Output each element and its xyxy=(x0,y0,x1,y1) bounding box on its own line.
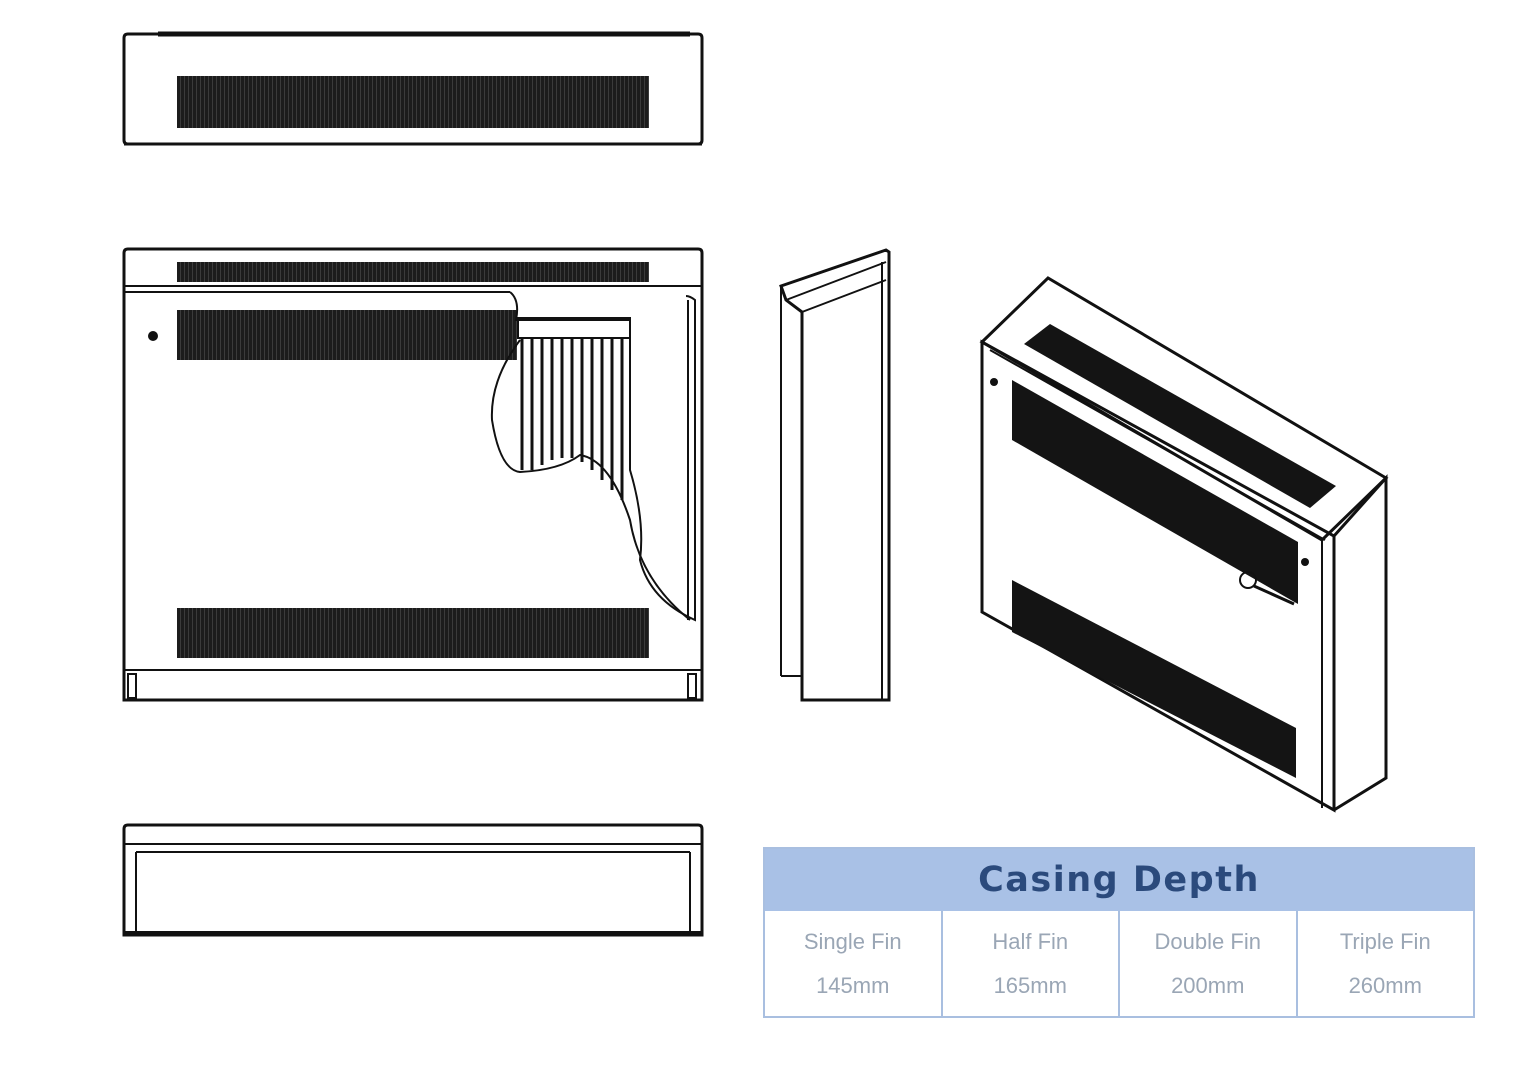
iso-lower-grille xyxy=(1012,580,1296,778)
depth-value: 165mm xyxy=(993,972,1067,998)
depth-value: 260mm xyxy=(1348,972,1422,998)
depth-value: 200mm xyxy=(1171,972,1245,998)
isometric-view xyxy=(979,276,1389,813)
top-view xyxy=(122,31,704,146)
casing-table-title: Casing Depth xyxy=(978,860,1260,900)
casing-cell-double-fin: Double Fin 200mm xyxy=(1120,911,1298,1016)
casing-table-row: Single Fin 145mm Half Fin 165mm Double F… xyxy=(765,911,1473,1016)
front-view xyxy=(122,247,704,702)
lock-dot xyxy=(148,331,158,341)
fin-type-label: Double Fin xyxy=(1154,928,1261,954)
fin-type-label: Triple Fin xyxy=(1339,928,1431,954)
casing-table-header: Casing Depth xyxy=(765,849,1473,911)
top-grille xyxy=(177,76,649,128)
bottom-view xyxy=(122,823,704,937)
fin-type-label: Single Fin xyxy=(803,928,902,954)
front-lower-grille xyxy=(177,608,649,658)
casing-cell-single-fin: Single Fin 145mm xyxy=(765,911,943,1016)
front-top-grille xyxy=(177,262,649,282)
casing-cell-half-fin: Half Fin 165mm xyxy=(943,911,1120,1016)
iso-top-grille xyxy=(1024,324,1336,508)
iso-upper-grille xyxy=(1012,380,1298,604)
casing-cell-triple-fin: Triple Fin 260mm xyxy=(1298,911,1474,1016)
front-upper-grille xyxy=(177,310,517,360)
depth-value: 145mm xyxy=(816,972,890,998)
side-view xyxy=(779,248,891,702)
fin-type-label: Half Fin xyxy=(992,928,1069,954)
casing-depth-table: Casing Depth Single Fin 145mm Half Fin 1… xyxy=(763,847,1475,1018)
